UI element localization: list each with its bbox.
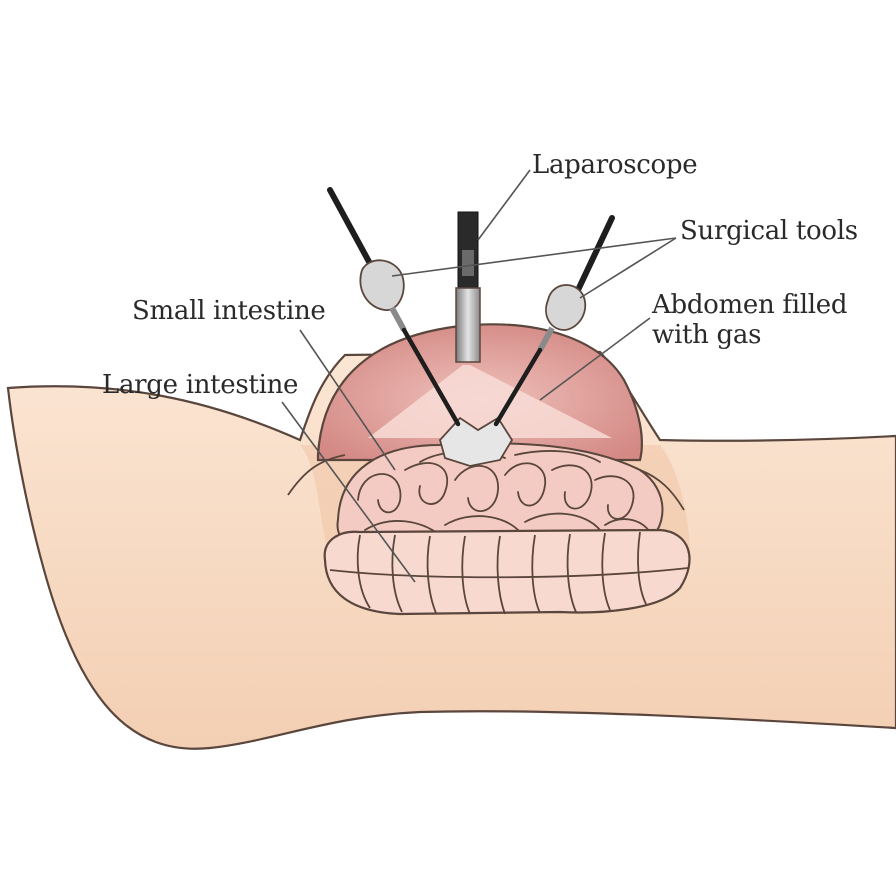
leader-large-intestine [281, 401, 416, 583]
laparoscope-label: Laparoscope [532, 150, 698, 180]
large-intestine [323, 528, 691, 616]
skin-fold-right [639, 469, 685, 511]
leader-surgical-tools-left [391, 237, 677, 277]
light-beam [368, 365, 612, 438]
leader-abdomen [539, 317, 651, 401]
leader-surgical-tools-right [579, 237, 677, 299]
leader-lines [281, 169, 677, 583]
laparoscope-instrument [455, 211, 481, 363]
instrument-tips [438, 416, 514, 467]
skin-fold-left [287, 454, 346, 496]
surgical-tool-right [493, 215, 615, 427]
large-intestine-label: Large intestine [102, 370, 299, 400]
surgical-tools-label: Surgical tools [680, 216, 858, 246]
surgical-tool-left [327, 187, 461, 427]
abdomen-label: Abdomen filled with gas [652, 290, 847, 350]
leader-laparoscope [477, 169, 531, 241]
small-intestine-label: Small intestine [132, 296, 326, 326]
leader-small-intestine [299, 329, 396, 471]
abdomen-label-line2: with gas [652, 320, 762, 350]
abdomen-label-line1: Abdomen filled [652, 290, 848, 320]
